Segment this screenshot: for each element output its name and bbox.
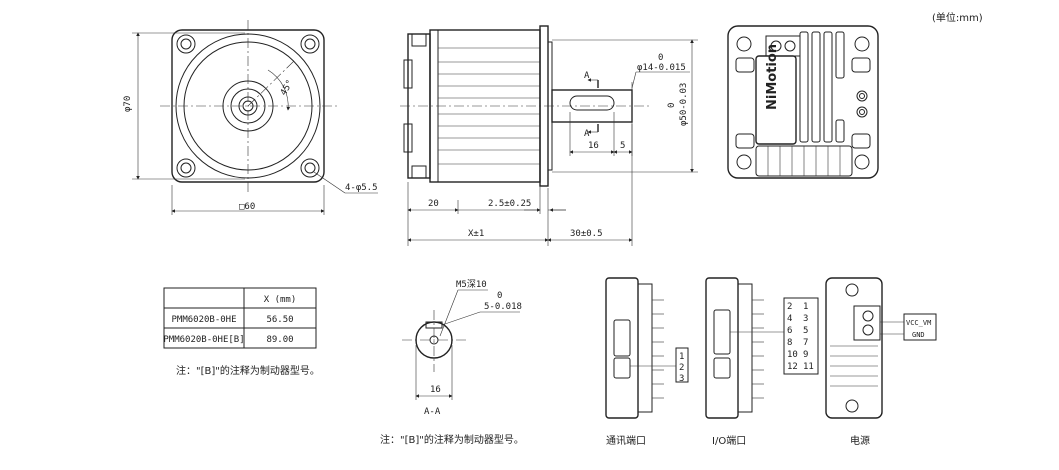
front-view: 45° φ70 □60 4-φ5.5 <box>123 20 378 215</box>
table-cell-x-2: 89.00 <box>266 335 293 345</box>
model-table: X (mm) PMM6020B-0HE 56.50 PMM6020B-0HE[B… <box>163 287 317 349</box>
thread-label: M5深10 <box>456 279 487 290</box>
mount-holes <box>176 34 320 178</box>
key-length: 16 <box>588 141 599 151</box>
svg-text:3: 3 <box>803 314 808 324</box>
angle-label: 45° <box>279 78 296 97</box>
section-label: A-A <box>424 407 441 417</box>
io-port-caption: I/O端口 <box>712 434 746 447</box>
section-mark-bottom: A <box>584 129 590 139</box>
driver-mount-holes <box>736 36 870 170</box>
shaft-tolerance: φ14-0.015 <box>637 63 686 73</box>
driver-top-view: NiMotion <box>727 25 879 179</box>
power-gnd-label: GND <box>912 331 925 339</box>
table-cell-x-1: 56.50 <box>266 315 293 325</box>
side-fins <box>438 61 540 151</box>
io-pin-map: 2 1 4 3 6 5 8 7 10 9 12 11 <box>787 302 814 372</box>
holes-label: 4-φ5.5 <box>345 183 378 193</box>
note-center: 注："[B]"的注释为制动器型号。 <box>380 433 524 446</box>
svg-text:1: 1 <box>679 352 684 362</box>
flange-tolerance: φ50-0.03 <box>679 83 689 126</box>
section-view: M5深10 0 5-0.018 16 A-A <box>402 279 522 417</box>
section-width: 16 <box>430 385 441 395</box>
svg-text:8: 8 <box>787 338 792 348</box>
key-offset: 5 <box>620 141 625 151</box>
note-left: 注："[B]"的注释为制动器型号。 <box>176 364 320 377</box>
diameter-label: φ70 <box>123 96 133 112</box>
key-tolerance: 5-0.018 <box>484 302 522 312</box>
dim-30: 30±0.5 <box>570 229 603 239</box>
comm-port-caption: 通讯端口 <box>606 434 646 447</box>
power-port-view: VCC_VM GND <box>825 277 937 419</box>
comm-port-view: 1 2 3 <box>605 277 689 419</box>
dim-2-5: 2.5±0.25 <box>488 199 531 209</box>
svg-text:1: 1 <box>803 302 808 312</box>
svg-text:0: 0 <box>497 291 502 301</box>
side-view: A A φ14-0.015 0 φ50-0.03 0 16 5 20 <box>400 25 698 246</box>
svg-text:2: 2 <box>679 363 684 373</box>
svg-text:11: 11 <box>803 362 814 372</box>
svg-text:2: 2 <box>787 302 792 312</box>
svg-text:4: 4 <box>787 314 792 324</box>
svg-text:7: 7 <box>803 338 808 348</box>
svg-text:6: 6 <box>787 326 792 336</box>
svg-text:0: 0 <box>658 53 663 63</box>
table-header-x: X (mm) <box>264 295 297 305</box>
io-port-view: 2 1 4 3 6 5 8 7 10 9 12 11 <box>705 277 819 419</box>
table-cell-model-2: PMM6020B-0HE[B] <box>163 335 244 345</box>
power-caption: 电源 <box>850 434 870 447</box>
svg-text:3: 3 <box>679 374 684 384</box>
power-fins <box>830 345 878 387</box>
svg-text:10: 10 <box>787 350 798 360</box>
table-cell-model-1: PMM6020B-0HE <box>171 315 236 325</box>
svg-text:12: 12 <box>787 362 798 372</box>
dim-20: 20 <box>428 199 439 209</box>
section-mark-top: A <box>584 71 590 81</box>
svg-text:9: 9 <box>803 350 808 360</box>
unit-note: (单位:mm) <box>932 11 983 24</box>
svg-text:5: 5 <box>803 326 808 336</box>
square-label: □60 <box>239 202 255 212</box>
power-vcc-label: VCC_VM <box>906 319 931 327</box>
svg-text:0: 0 <box>667 103 677 108</box>
brand-logo: NiMotion <box>765 44 780 110</box>
dim-x: X±1 <box>468 229 484 239</box>
driver-fins <box>755 31 853 177</box>
